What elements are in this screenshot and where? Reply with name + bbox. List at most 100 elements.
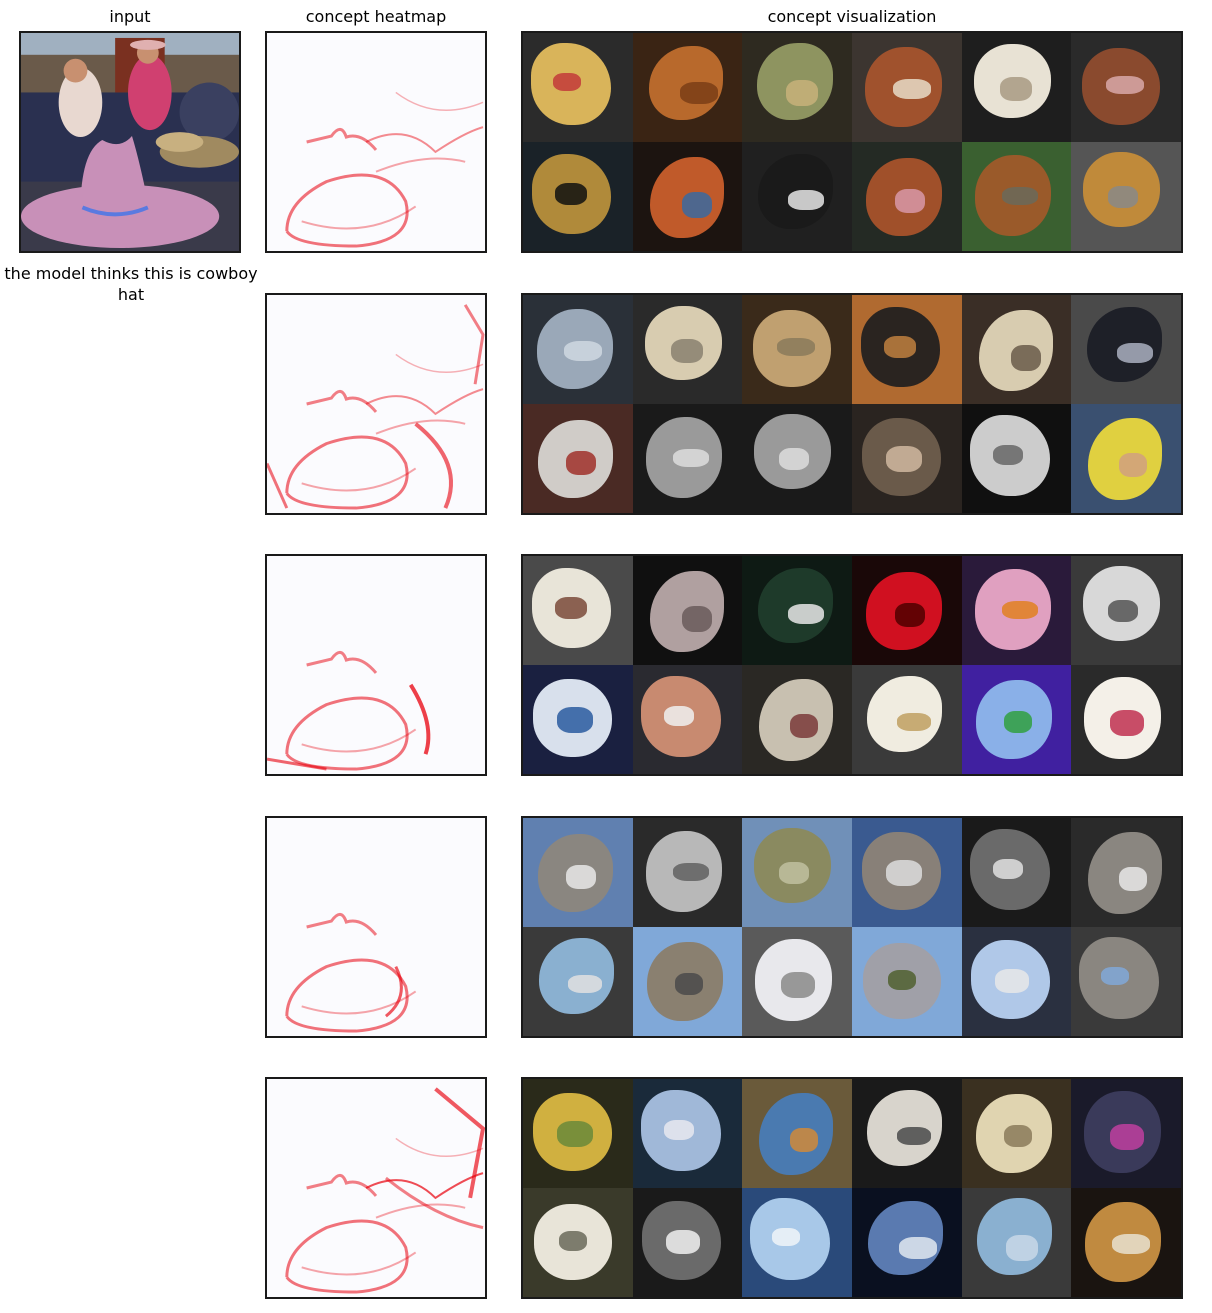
concept-example-tile [961, 927, 1072, 1036]
heatmap-image [267, 818, 485, 1036]
concept-example-tile [1071, 665, 1181, 774]
detail-region [994, 968, 1029, 993]
detail-region [885, 446, 922, 472]
detail-region [1119, 867, 1148, 891]
detail-region [1117, 343, 1154, 363]
heatmap-image [267, 295, 485, 513]
concept-example-tile [961, 556, 1072, 665]
concept-example-tile [632, 556, 743, 665]
concept-example-tile [1071, 1079, 1181, 1188]
concept-example-tile [632, 1188, 743, 1297]
detail-region [892, 78, 931, 99]
detail-region [1005, 1235, 1038, 1261]
concept-example-tile [851, 142, 962, 251]
detail-region [790, 1128, 819, 1152]
concept-example-tile [851, 1188, 962, 1297]
detail-region [553, 73, 581, 91]
concept-example-tile [961, 1079, 1072, 1188]
concept-heatmap [265, 31, 487, 253]
detail-region [1001, 187, 1038, 205]
prediction-caption: the model thinks this is cowboy hat [4, 264, 258, 304]
detail-region [896, 712, 931, 731]
concept-example-tile [632, 295, 743, 404]
concept-heatmap [265, 293, 487, 515]
detail-region [564, 340, 602, 361]
detail-region [674, 973, 703, 995]
detail-region [777, 337, 816, 356]
detail-region [557, 707, 593, 733]
concept-visualization-grid [521, 31, 1183, 253]
detail-region [559, 1231, 587, 1251]
detail-region [555, 597, 587, 619]
concept-example-tile [523, 665, 633, 774]
detail-region [894, 188, 925, 213]
detail-region [681, 605, 712, 632]
detail-region [887, 970, 916, 990]
heatmap-image [267, 1079, 485, 1297]
concept-example-tile [1071, 818, 1181, 927]
concept-example-tile [632, 818, 743, 927]
concept-example-tile [1071, 295, 1181, 404]
concept-example-tile [961, 295, 1072, 404]
detail-region [1110, 1123, 1145, 1150]
concept-example-tile [523, 404, 633, 513]
concept-visualization-grid [521, 1077, 1183, 1299]
heatmap-image [267, 33, 485, 251]
concept-example-tile [1071, 1188, 1181, 1297]
detail-region [788, 604, 825, 624]
concept-example-tile [742, 556, 852, 665]
concept-example-tile [632, 33, 743, 142]
concept-example-tile [742, 818, 852, 927]
concept-example-tile [851, 33, 962, 142]
concept-example-tile [523, 818, 633, 927]
detail-region [679, 81, 718, 104]
visualization-header: concept visualization [767, 7, 937, 26]
detail-region [788, 190, 825, 210]
concept-example-tile [742, 1188, 852, 1297]
detail-region [786, 80, 819, 106]
heatmap-image [267, 556, 485, 774]
detail-region [1106, 75, 1145, 94]
concept-example-tile [523, 927, 633, 1036]
detail-region [894, 602, 925, 627]
detail-region [772, 1228, 801, 1246]
concept-example-tile [961, 818, 1072, 927]
detail-region [992, 444, 1023, 465]
concept-example-tile [742, 927, 852, 1036]
detail-region [670, 339, 703, 363]
detail-region [672, 449, 709, 467]
detail-region [1108, 185, 1139, 208]
input-header: input [109, 7, 151, 26]
concept-example-tile [1071, 142, 1181, 251]
detail-region [1101, 967, 1130, 985]
concept-example-tile [1071, 33, 1181, 142]
detail-region [665, 1229, 700, 1254]
concept-example-tile [523, 1188, 633, 1297]
detail-region [1119, 453, 1148, 477]
detail-region [566, 864, 596, 889]
concept-example-tile [632, 142, 743, 251]
input-image [19, 31, 241, 253]
detail-region [1110, 709, 1145, 736]
concept-example-tile [851, 295, 962, 404]
concept-example-tile [742, 1079, 852, 1188]
heatmap-header: concept heatmap [305, 7, 447, 26]
concept-example-tile [742, 404, 852, 513]
detail-region [663, 1119, 694, 1140]
concept-example-tile [523, 33, 633, 142]
concept-example-tile [851, 927, 962, 1036]
detail-region [1003, 711, 1032, 733]
concept-heatmap [265, 1077, 487, 1299]
concept-example-tile [851, 404, 962, 513]
detail-region [883, 336, 916, 358]
concept-example-tile [632, 404, 743, 513]
concept-example-tile [961, 1188, 1072, 1297]
detail-region [790, 714, 819, 738]
detail-region [885, 860, 922, 886]
concept-example-tile [523, 556, 633, 665]
concept-example-tile [1071, 927, 1181, 1036]
detail-region [781, 971, 816, 998]
detail-region [999, 77, 1032, 101]
cowboy-hat-photo [21, 33, 239, 251]
detail-region [898, 1236, 937, 1259]
